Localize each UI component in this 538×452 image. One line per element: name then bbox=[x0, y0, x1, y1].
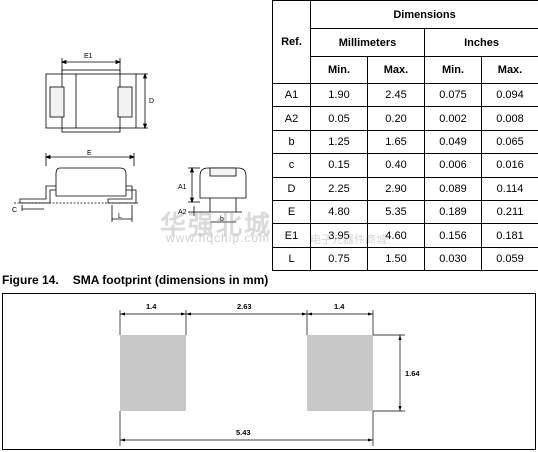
gap-label: 2.63 bbox=[237, 302, 252, 311]
end-view bbox=[188, 166, 247, 223]
cell-in-min: 0.156 bbox=[424, 223, 482, 248]
cell-mm-min: 0.05 bbox=[310, 106, 368, 131]
cell-ref: c bbox=[272, 153, 311, 178]
cell-in-min: 0.030 bbox=[424, 246, 482, 272]
cell-mm-max: 5.35 bbox=[367, 199, 425, 225]
cell-mm-min: 0.75 bbox=[310, 246, 368, 272]
header-mm-min: Min. bbox=[310, 56, 368, 84]
cell-in-min: 0.006 bbox=[424, 153, 482, 178]
cell-in-max: 0.094 bbox=[480, 82, 538, 108]
cell-mm-min: 0.15 bbox=[310, 153, 368, 178]
label-E: E bbox=[87, 150, 92, 157]
label-A2: A2 bbox=[178, 209, 187, 216]
cell-mm-max: 1.50 bbox=[367, 246, 425, 272]
header-inches: Inches bbox=[423, 28, 538, 57]
table-row: E1 3.95 4.60 0.156 0.181 bbox=[272, 223, 538, 248]
label-C: C bbox=[12, 207, 17, 214]
cell-in-min: 0.075 bbox=[424, 82, 482, 108]
cell-ref: L bbox=[272, 246, 311, 272]
right-pad bbox=[307, 335, 373, 411]
cell-in-min: 0.089 bbox=[424, 176, 482, 201]
cell-mm-min: 3.95 bbox=[310, 223, 368, 248]
cell-ref: A1 bbox=[272, 82, 311, 108]
cell-in-min: 0.049 bbox=[424, 129, 482, 155]
cell-ref: E1 bbox=[272, 223, 311, 248]
dimensions-table: Ref. Dimensions Millimeters Inches Min. … bbox=[272, 0, 538, 272]
pad-height-label: 1.64 bbox=[405, 369, 420, 378]
top-view bbox=[45, 58, 148, 133]
label-D: D bbox=[149, 98, 154, 105]
cell-mm-min: 1.25 bbox=[310, 129, 368, 155]
cell-mm-max: 2.90 bbox=[367, 176, 425, 201]
label-L: L bbox=[118, 213, 122, 220]
header-millimeters: Millimeters bbox=[310, 28, 425, 57]
cell-in-min: 0.002 bbox=[424, 106, 482, 131]
pad-width-right-label: 1.4 bbox=[334, 302, 345, 311]
figure-title: SMA footprint (dimensions in mm) bbox=[72, 273, 269, 287]
cell-in-max: 0.008 bbox=[480, 106, 538, 131]
cell-mm-max: 2.45 bbox=[367, 82, 425, 108]
table-row: A2 0.05 0.20 0.002 0.008 bbox=[272, 106, 538, 131]
cell-mm-min: 4.80 bbox=[310, 199, 368, 225]
header-in-min: Min. bbox=[424, 56, 482, 84]
header-dimensions: Dimensions bbox=[309, 0, 538, 29]
cell-in-max: 0.114 bbox=[480, 176, 538, 201]
label-b: b bbox=[220, 216, 224, 223]
figure-caption: Figure 14. SMA footprint (dimensions in m… bbox=[2, 273, 268, 287]
footprint-drawing: 1.4 2.63 1.4 1.64 5.43 bbox=[119, 302, 420, 446]
table-row: b 1.25 1.65 0.049 0.065 bbox=[272, 129, 538, 155]
header-mm-max: Max. bbox=[367, 56, 425, 84]
table-row: D 2.25 2.90 0.089 0.114 bbox=[272, 176, 538, 201]
figure-number: Figure 14. bbox=[2, 273, 59, 287]
cell-mm-max: 0.20 bbox=[367, 106, 425, 131]
cell-mm-max: 0.40 bbox=[367, 153, 425, 178]
table-row: A1 1.90 2.45 0.075 0.094 bbox=[272, 82, 538, 108]
cell-in-max: 0.181 bbox=[480, 223, 538, 248]
cell-in-max: 0.211 bbox=[480, 199, 538, 225]
table-row: E 4.80 5.35 0.189 0.211 bbox=[272, 199, 538, 225]
cell-ref: b bbox=[272, 129, 311, 155]
label-A1: A1 bbox=[178, 184, 187, 191]
pad-width-label: 1.4 bbox=[146, 302, 157, 311]
dimension-lines bbox=[119, 310, 405, 446]
header-ref: Ref. bbox=[272, 0, 311, 84]
table-row: L 0.75 1.50 0.030 0.059 bbox=[272, 246, 538, 272]
cell-mm-min: 2.25 bbox=[310, 176, 368, 201]
package-outline-drawing: E1 D E C L bbox=[12, 53, 247, 223]
cell-ref: D bbox=[272, 176, 311, 201]
cell-mm-min: 1.90 bbox=[310, 82, 368, 108]
cell-in-max: 0.065 bbox=[480, 129, 538, 155]
cell-mm-max: 1.65 bbox=[367, 129, 425, 155]
cell-mm-max: 4.60 bbox=[367, 223, 425, 248]
cell-in-min: 0.189 bbox=[424, 199, 482, 225]
header-in-max: Max. bbox=[480, 56, 538, 84]
cell-in-max: 0.016 bbox=[480, 153, 538, 178]
cell-ref: E bbox=[272, 199, 311, 225]
table-row: c 0.15 0.40 0.006 0.016 bbox=[272, 153, 538, 178]
side-view bbox=[14, 153, 138, 222]
total-length-label: 5.43 bbox=[236, 428, 251, 437]
cell-in-max: 0.059 bbox=[480, 246, 538, 272]
label-E1: E1 bbox=[84, 53, 93, 60]
left-pad bbox=[120, 335, 186, 411]
cell-ref: A2 bbox=[272, 106, 311, 131]
footprint-frame: 1.4 2.63 1.4 1.64 5.43 bbox=[2, 293, 536, 450]
